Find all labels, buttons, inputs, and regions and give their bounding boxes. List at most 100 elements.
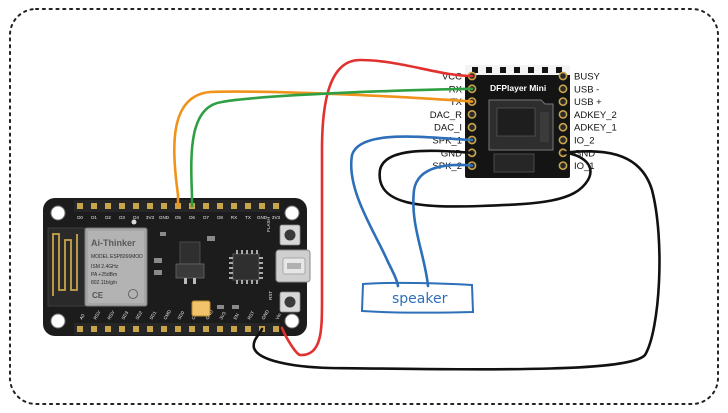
header-pin xyxy=(105,326,111,332)
speaker: speaker xyxy=(360,281,475,314)
mount-hole xyxy=(284,313,300,329)
tx-wire xyxy=(172,90,474,208)
header-pin xyxy=(91,326,97,332)
dfp-pin xyxy=(467,110,477,119)
rst-button[interactable]: RST xyxy=(268,291,301,313)
header-pin xyxy=(161,326,167,332)
module-spec-2: PA +25dBm xyxy=(91,272,117,278)
top-pin-label: GND xyxy=(159,215,170,220)
module-model: MODEL ESP8266MOD xyxy=(91,254,143,260)
top-pin-label: 3V3 xyxy=(272,215,281,220)
dfplayer-title: DFPlayer Mini xyxy=(490,83,546,93)
ce-mark-icon: CE xyxy=(92,291,104,300)
header-pin xyxy=(77,326,83,332)
top-pin-label: D5 xyxy=(175,215,181,220)
top-pin-label: 3V3 xyxy=(146,215,155,220)
dfp-right-pin-label: USB + xyxy=(574,97,602,108)
dfp-right-pin-label: ADKEY_2 xyxy=(574,110,617,121)
header-pin xyxy=(175,326,181,332)
bottom-pin-label: 3V3 xyxy=(219,311,228,321)
header-pin xyxy=(273,203,279,209)
bottom-pin-label: CMD xyxy=(163,308,173,320)
bottom-pin-header xyxy=(74,323,280,335)
header-pin xyxy=(189,326,195,332)
dfp-pin xyxy=(558,84,568,94)
header-pin xyxy=(133,326,139,332)
yellow-component xyxy=(191,300,211,317)
top-pin-label: D0 xyxy=(77,215,83,220)
header-pin xyxy=(217,203,223,209)
top-pin-label: D6 xyxy=(189,215,195,220)
mount-hole xyxy=(50,313,66,329)
bottom-pin-label: A0 xyxy=(79,313,86,321)
header-pin xyxy=(119,203,125,209)
top-pin-label: D4 xyxy=(133,215,139,220)
header-pin xyxy=(147,326,153,332)
gnd-wire-loop xyxy=(378,149,592,208)
dfplayer-module: DFPlayer Mini xyxy=(465,65,570,178)
bottom-pin-label: SD2 xyxy=(135,310,144,321)
dfp-right-pin-label: USB - xyxy=(574,84,599,95)
spk2-wire xyxy=(412,163,474,288)
top-pin-label: TX xyxy=(245,215,251,220)
top-pin-label: D1 xyxy=(91,215,97,220)
module-spec-3: 802.11b/g/n xyxy=(91,280,117,286)
dfp-right-pin-label: GND xyxy=(574,148,595,159)
flash-label: FLASH xyxy=(266,217,271,232)
dfp-left-pin-label: DAC_I xyxy=(434,123,462,134)
capacitor xyxy=(160,232,166,236)
header-pin xyxy=(273,326,279,332)
micro-usb-port xyxy=(275,249,311,283)
usb-serial-chip xyxy=(229,250,263,284)
header-pin xyxy=(161,203,167,209)
dfplayer-chip xyxy=(493,153,535,173)
gnd-wire-nodemcu xyxy=(252,150,661,371)
header-pin xyxy=(203,326,209,332)
header-pin xyxy=(147,203,153,209)
bottom-pin-label: SD0 xyxy=(177,310,186,321)
top-pin-label: D7 xyxy=(203,215,209,220)
header-pin xyxy=(245,203,251,209)
dfp-right-pin-label: BUSY xyxy=(574,72,601,83)
bottom-pin-label: GND xyxy=(261,309,271,321)
dfp-left-pin-label: DAC_R xyxy=(430,110,462,121)
header-pin xyxy=(217,326,223,332)
header-pin xyxy=(245,326,251,332)
header-pin xyxy=(119,326,125,332)
spk1-wire xyxy=(349,135,474,288)
dfp-right-pin-label: IO_1 xyxy=(574,161,595,172)
esp8266-module: Ai-Thinker MODEL ESP8266MOD ISM 2.4GHz P… xyxy=(47,227,148,307)
speaker-label: speaker xyxy=(392,291,448,307)
dfp-pin xyxy=(558,110,568,119)
header-pin xyxy=(77,203,83,209)
bottom-pin-label: SD1 xyxy=(149,310,158,321)
flash-button[interactable]: FLASH xyxy=(266,217,301,246)
header-pin xyxy=(203,203,209,209)
dfp-pin xyxy=(558,71,568,81)
capacitor xyxy=(207,236,215,241)
capacitor xyxy=(154,270,162,275)
rx-wire xyxy=(190,87,474,208)
top-pin-label: D8 xyxy=(217,215,223,220)
top-pin-label: D2 xyxy=(105,215,111,220)
resistor xyxy=(217,305,224,309)
pcb-antenna xyxy=(52,233,78,296)
dfp-pin xyxy=(558,135,568,145)
sd-card-slot xyxy=(488,99,554,151)
resistor xyxy=(232,305,239,309)
bottom-pin-label: SD3 xyxy=(121,310,130,321)
header-pin xyxy=(105,203,111,209)
dfp-right-pin-label: IO_2 xyxy=(574,136,595,147)
dotted-frame xyxy=(9,8,719,405)
bottom-pin-label: RSV xyxy=(93,309,103,320)
mount-hole xyxy=(50,205,66,221)
dfp-pin xyxy=(558,161,568,170)
capacitor xyxy=(154,258,162,263)
module-spec-1: ISM 2.4GHz xyxy=(91,264,119,270)
dfp-right-pin-label: ADKEY_1 xyxy=(574,123,617,134)
header-pin xyxy=(231,326,237,332)
top-pin-label: D3 xyxy=(119,215,125,220)
led xyxy=(131,219,137,225)
dfp-pin xyxy=(558,97,568,106)
